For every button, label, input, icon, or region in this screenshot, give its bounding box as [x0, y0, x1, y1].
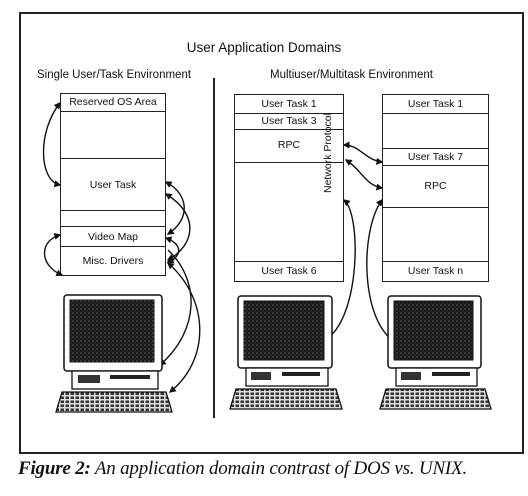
unix-memory-stack-b: User Task 1 User Task 7 RPC User Task n: [382, 94, 489, 282]
blank-memory-segment: [61, 211, 165, 227]
blank-memory-segment: [61, 112, 165, 159]
user-task-n-segment: User Task n: [407, 265, 464, 277]
task-to-drivers-arrow: [164, 193, 191, 261]
dos-arrows: [42, 101, 201, 393]
rpc-segment: RPC: [383, 166, 488, 208]
rpc-network-arrow-upper: [342, 141, 384, 165]
rpc-network-arrow-lower: [344, 159, 384, 191]
diagram-title: User Application Domains: [186, 40, 342, 55]
unix-memory-stack-a: User Task 1 User Task 3 RPC User Task 6: [234, 94, 344, 282]
user-task-7-segment: User Task 7: [383, 149, 488, 166]
rpc-segment: RPC: [235, 130, 343, 163]
task-to-video-arrow: [164, 181, 185, 235]
stack-a-to-pc-arrow: [323, 199, 356, 341]
video-drivers-arrow: [164, 236, 180, 264]
workstation-a-icon: [229, 295, 343, 410]
workstation-b-icon: [379, 295, 492, 410]
dos-computer-icon: [55, 294, 173, 413]
user-task-1-segment: User Task 1: [235, 95, 343, 114]
caption-text: An application domain contrast of DOS vs…: [94, 458, 468, 479]
figure-frame: [19, 12, 524, 454]
video-to-drivers-arrow: [44, 232, 64, 277]
video-map-segment: Video Map: [61, 227, 165, 247]
reserved-to-task-arrow: [42, 101, 62, 188]
network-arrows: [323, 141, 397, 343]
user-task-3-segment: User Task 3: [235, 114, 343, 130]
video-to-screen-arrow: [158, 249, 192, 366]
stack-b-to-pc-arrow: [366, 198, 397, 343]
blank-memory-segment: [383, 114, 488, 149]
figure-label: Figure 2:: [18, 458, 91, 479]
reserved-os-area: Reserved OS Area: [61, 94, 165, 112]
figure-caption: Figure 2: An application domain contrast…: [18, 458, 467, 480]
misc-drivers-segment: Misc. Drivers: [82, 255, 144, 267]
user-task-1-segment: User Task 1: [383, 95, 488, 114]
user-task-6-segment: User Task 6: [261, 265, 317, 277]
single-user-heading: Single User/Task Environment: [37, 69, 192, 81]
blank-memory-segment: [235, 163, 343, 262]
user-task-segment: User Task: [61, 159, 165, 211]
drivers-to-pc-arrow: [166, 262, 201, 393]
blank-memory-segment: [383, 208, 488, 262]
section-divider: [213, 78, 215, 418]
multiuser-heading: Multiuser/Multitask Environment: [270, 69, 433, 81]
